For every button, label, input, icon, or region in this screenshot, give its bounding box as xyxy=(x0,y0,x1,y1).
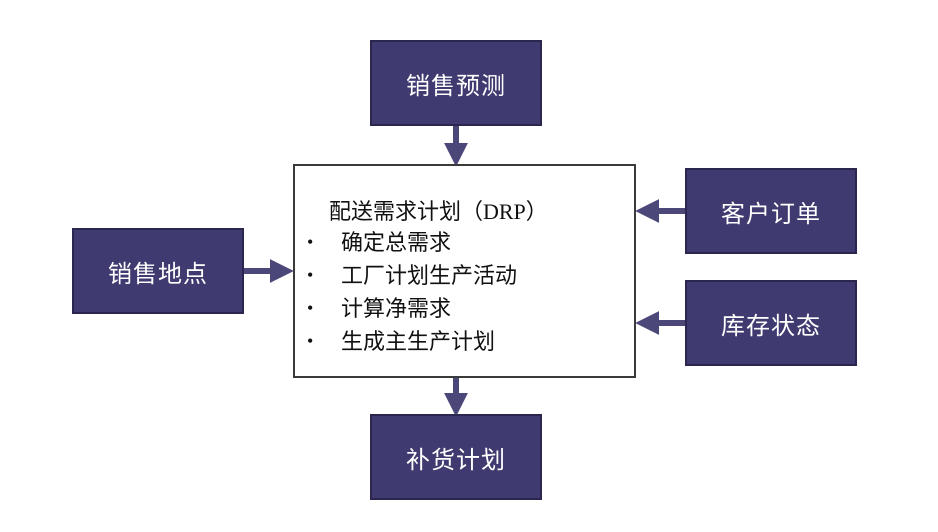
node-sales-location-label: 销售地点 xyxy=(108,259,208,288)
node-sales-forecast-label: 销售预测 xyxy=(406,71,506,100)
list-item: • 生成主生产计划 xyxy=(307,325,517,358)
bullet-icon: • xyxy=(307,331,314,351)
node-sales-location: 销售地点 xyxy=(72,228,244,314)
node-customer-orders: 客户订单 xyxy=(685,168,857,254)
node-sales-forecast: 销售预测 xyxy=(370,40,542,126)
list-item-text: 工厂计划生产活动 xyxy=(341,263,518,288)
bullet-icon: • xyxy=(307,232,314,252)
list-item-text: 确定总需求 xyxy=(341,230,452,255)
node-replenishment-plan-label: 补货计划 xyxy=(406,445,506,474)
list-item: • 工厂计划生产活动 xyxy=(307,259,517,292)
node-replenishment-plan: 补货计划 xyxy=(370,414,542,500)
node-inventory-status: 库存状态 xyxy=(685,280,857,366)
drp-bullet-list: • 确定总需求 • 工厂计划生产活动 • 计算净需求 • 生成主生产计划 xyxy=(307,226,517,358)
bullet-icon: • xyxy=(307,265,314,285)
list-item-text: 计算净需求 xyxy=(341,296,452,321)
node-inventory-status-label: 库存状态 xyxy=(721,311,821,340)
list-item: • 计算净需求 xyxy=(307,292,517,325)
drp-center-box: 配送需求计划（DRP） • 确定总需求 • 工厂计划生产活动 • 计算净需求 •… xyxy=(293,164,636,378)
drp-title: 配送需求计划（DRP） xyxy=(329,199,548,224)
bullet-icon: • xyxy=(307,298,314,318)
list-item: • 确定总需求 xyxy=(307,226,517,259)
list-item-text: 生成主生产计划 xyxy=(341,329,496,354)
node-customer-orders-label: 客户订单 xyxy=(721,199,821,228)
